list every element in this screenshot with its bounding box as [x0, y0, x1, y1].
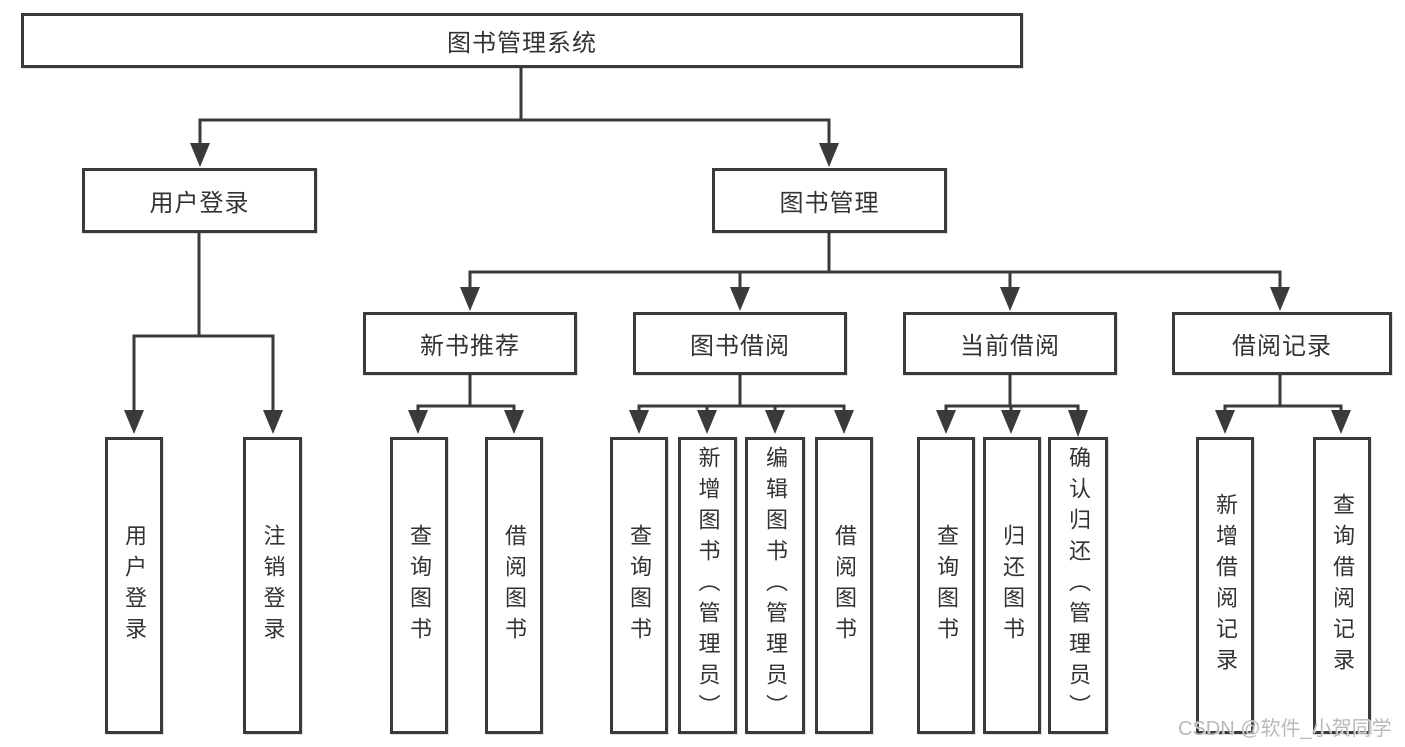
leaf-borrowing-edit-books-admin: 编辑图书（管理员）: [745, 437, 805, 734]
leaf-borrowing-add-books-admin: 新增图书（管理员）: [678, 437, 737, 734]
leaf-current-query-books: 查询图书: [917, 437, 975, 734]
node-current-borrowing-label: 当前借阅: [960, 333, 1060, 360]
leaf-records-query-record: 查询借阅记录: [1313, 437, 1371, 734]
csdn-watermark: CSDN @软件_小贺同学: [1178, 718, 1392, 740]
leaf-logout-label: 注销登录: [260, 523, 286, 648]
edge-book-borrowing-to-leaves: [629, 373, 854, 434]
leaf-recommend-borrow-books: 借阅图书: [485, 437, 543, 734]
leaf-current-return-books-label: 归还图书: [1000, 523, 1025, 648]
leaf-borrowing-edit-books-admin-label: 编辑图书（管理员）: [763, 446, 788, 725]
leaf-user-login-label: 用户登录: [122, 523, 147, 648]
leaf-borrowing-query-books: 查询图书: [610, 437, 668, 734]
edge-new-book-recommend-to-leaves: [408, 373, 524, 434]
leaf-borrowing-add-books-admin-label: 新增图书（管理员）: [695, 446, 721, 725]
edge-borrowing-records-to-leaves: [1215, 373, 1351, 434]
leaf-borrowing-borrow-books: 借阅图书: [815, 437, 873, 734]
node-book-borrowing-label: 图书借阅: [690, 333, 790, 360]
leaf-records-add-record: 新增借阅记录: [1196, 437, 1254, 734]
node-user-login: 用户登录: [82, 168, 317, 233]
node-library-management-system: 图书管理系统: [21, 13, 1023, 68]
node-user-login-label: 用户登录: [149, 190, 250, 217]
leaf-current-return-books: 归还图书: [983, 437, 1041, 734]
node-current-borrowing: 当前借阅: [903, 312, 1117, 375]
edge-book-management-to-sections: [460, 231, 1290, 311]
leaf-borrowing-query-books-label: 查询图书: [627, 523, 652, 648]
leaf-current-confirm-return-admin: 确认归还（管理员）: [1048, 437, 1108, 734]
node-book-management: 图书管理: [712, 168, 947, 233]
leaf-recommend-borrow-books-label: 借阅图书: [502, 523, 527, 648]
leaf-recommend-query-books: 查询图书: [390, 437, 448, 734]
leaf-recommend-query-books-label: 查询图书: [407, 523, 432, 648]
node-library-management-system-label: 图书管理系统: [447, 30, 597, 57]
edge-root-to-branches: [190, 66, 839, 167]
node-borrowing-records-label: 借阅记录: [1232, 333, 1332, 360]
leaf-logout: 注销登录: [243, 437, 302, 734]
leaf-current-query-books-label: 查询图书: [934, 523, 959, 648]
node-borrowing-records: 借阅记录: [1172, 312, 1392, 375]
leaf-records-query-record-label: 查询借阅记录: [1330, 492, 1355, 679]
edge-user-login-to-leaves: [124, 231, 283, 434]
node-book-borrowing: 图书借阅: [633, 312, 847, 375]
leaf-current-confirm-return-admin-label: 确认归还（管理员）: [1066, 446, 1091, 725]
leaf-user-login: 用户登录: [105, 437, 163, 734]
edge-current-borrowing-to-leaves: [936, 373, 1088, 437]
node-new-book-recommend-label: 新书推荐: [420, 333, 520, 360]
node-new-book-recommend: 新书推荐: [363, 312, 577, 375]
node-book-management-label: 图书管理: [779, 190, 880, 217]
leaf-borrowing-borrow-books-label: 借阅图书: [832, 523, 857, 648]
leaf-records-add-record-label: 新增借阅记录: [1213, 492, 1238, 679]
